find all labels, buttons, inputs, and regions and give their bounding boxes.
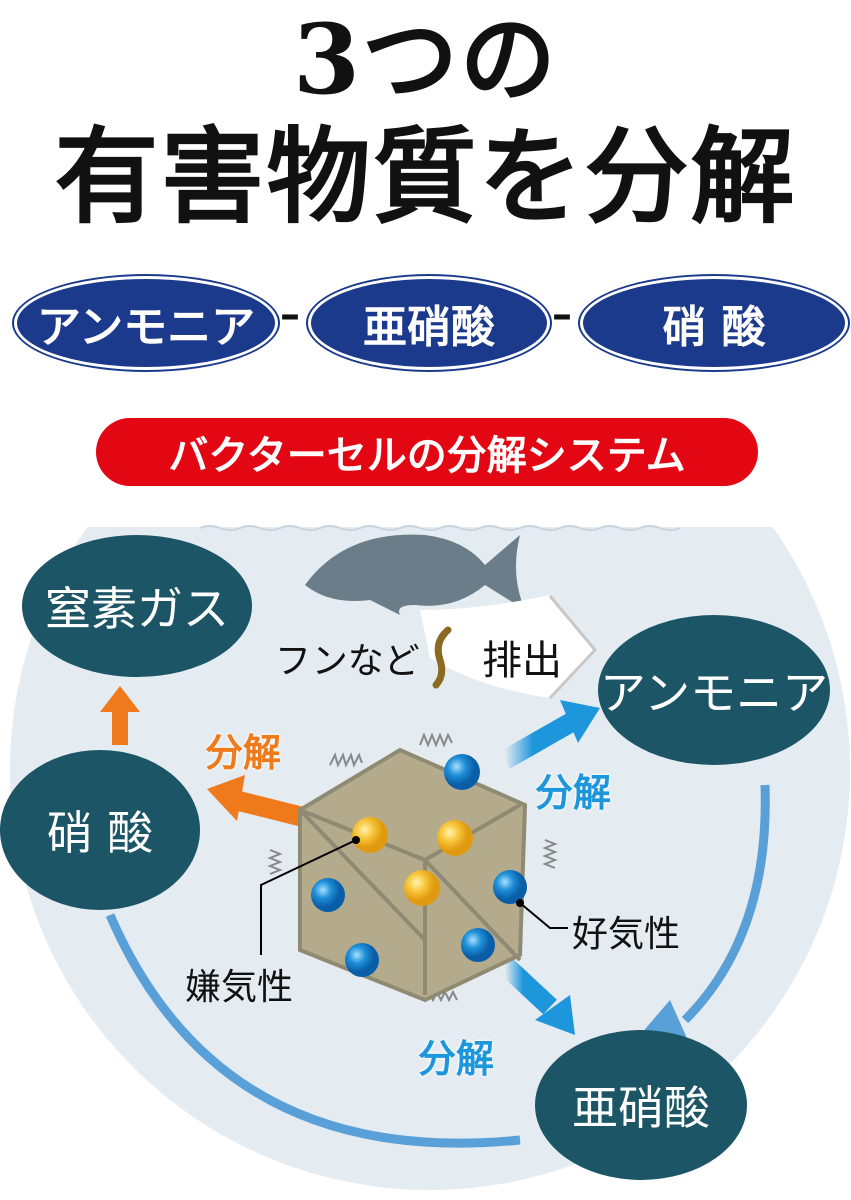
separator: – <box>552 292 572 338</box>
substance-ammonia: アンモニア <box>14 276 278 370</box>
aerobic-ball <box>444 754 480 790</box>
arrow-to-ammonia <box>500 711 580 769</box>
anaerobic-label: 嫌気性 <box>185 967 294 1008</box>
substance-nitric-acid: 硝 酸 <box>580 276 848 370</box>
title-line1: 3つの <box>293 3 558 116</box>
title-line2: 有害物質を分解 <box>54 115 797 238</box>
cycle-arc-right <box>681 784 770 1024</box>
fish-icon <box>305 534 525 615</box>
node-nitric-acid: 硝 酸 <box>0 750 200 910</box>
node-ammonia: アンモニア <box>598 615 830 765</box>
feces-icon <box>432 626 452 689</box>
excretion-arrow <box>420 595 595 698</box>
anaerobic-ball <box>352 817 388 853</box>
decompose-label-blue-top: 分解 <box>535 771 612 815</box>
node-nitrous-acid: 亜硝酸 <box>535 1030 747 1180</box>
node-nitrogen-gas: 窒素ガス <box>22 535 252 677</box>
excretion-label: 排出 <box>482 638 562 684</box>
feces-label: フンなど <box>275 641 420 682</box>
cycle-arc-left <box>105 913 521 1148</box>
decompose-label-blue-bottom: 分解 <box>418 1037 495 1081</box>
substance-nitrous-acid: 亜硝酸 <box>308 276 550 370</box>
system-banner: バクターセルの分解システム <box>96 418 758 486</box>
aerobic-label: 好気性 <box>572 914 681 955</box>
water-surface <box>199 525 681 531</box>
separator: – <box>280 292 300 338</box>
decompose-label-orange: 分解 <box>205 731 282 775</box>
arrow-to-nitrous <box>498 957 557 1015</box>
